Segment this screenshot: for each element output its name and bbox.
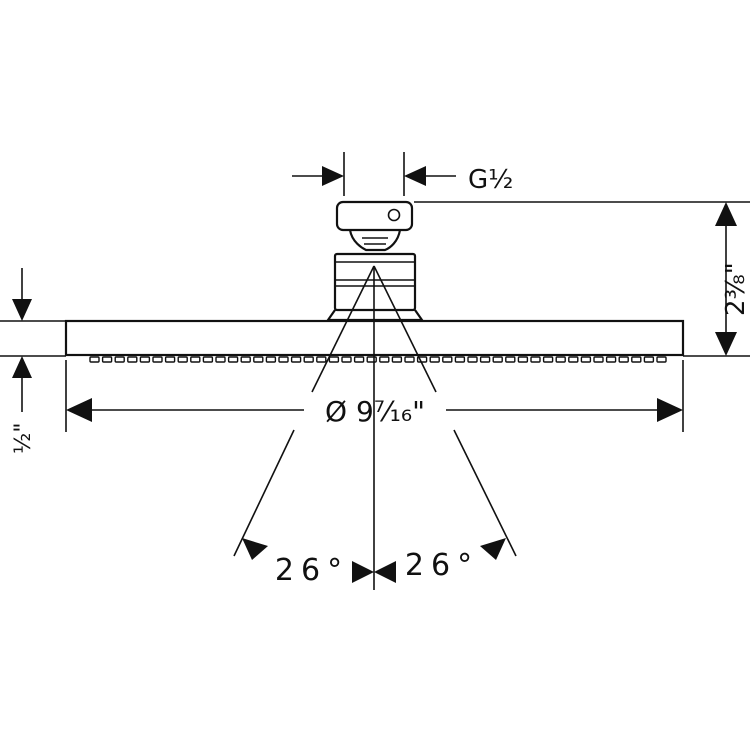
base-flange	[325, 309, 425, 322]
nozzle	[605, 356, 617, 363]
nozzle	[542, 356, 554, 363]
nozzle	[429, 356, 440, 363]
nozzle	[580, 356, 592, 363]
nozzle	[467, 356, 478, 363]
nozzle	[341, 356, 352, 363]
nozzle	[454, 356, 466, 363]
nozzle	[139, 356, 151, 363]
arrow-right-icon	[480, 538, 506, 560]
nozzle	[164, 356, 176, 363]
nozzle	[101, 356, 113, 363]
diameter-dimension: Ø 9⁷⁄₁₆"	[65, 360, 684, 432]
nozzle-row	[89, 356, 667, 363]
thickness-label: ½"	[11, 423, 36, 454]
nozzle	[618, 356, 629, 363]
nozzle	[656, 356, 667, 363]
arrow-right-icon	[657, 398, 683, 422]
nozzle	[530, 356, 541, 363]
spray-angle-lines: 26° 26°	[233, 265, 517, 590]
nozzle	[643, 356, 655, 363]
thickness-dimension: ½"	[0, 268, 66, 454]
arrow-up-icon	[715, 202, 737, 226]
nozzle	[190, 356, 201, 363]
nozzle	[404, 356, 415, 363]
nozzle	[215, 356, 226, 363]
arrow-left-icon	[404, 166, 426, 186]
nozzle	[316, 356, 327, 363]
nozzle	[240, 356, 251, 363]
nozzle	[505, 356, 516, 363]
nozzle	[152, 356, 163, 363]
nut-hole	[387, 208, 401, 222]
nozzle	[492, 356, 503, 363]
ball-joint	[348, 229, 402, 252]
arrow-left-icon	[242, 538, 268, 560]
nozzle	[89, 356, 100, 363]
nozzle	[328, 356, 340, 363]
thread-dimension: G½	[292, 152, 513, 196]
arrow-right-icon	[322, 166, 344, 186]
nozzle	[442, 356, 453, 363]
arrow-down-icon	[12, 299, 32, 321]
arrow-left-icon	[374, 561, 396, 583]
arrow-up-icon	[12, 356, 32, 378]
nozzle	[265, 356, 277, 363]
thread-label: G½	[468, 165, 513, 195]
nozzle	[479, 356, 491, 363]
nozzle	[253, 356, 264, 363]
nozzle	[177, 356, 188, 363]
nozzle	[278, 356, 289, 363]
nozzle	[227, 356, 239, 363]
nozzle	[631, 356, 642, 363]
nozzle	[517, 356, 529, 363]
arrow-down-icon	[715, 332, 737, 356]
arrow-right-icon	[352, 561, 374, 583]
angle-left-label: 26°	[275, 553, 349, 588]
nozzle	[391, 356, 403, 363]
nozzle	[379, 356, 390, 363]
connector-nut	[335, 200, 414, 232]
angle-right-label: 26°	[405, 548, 479, 583]
height-dimension: 2⅜"	[414, 201, 750, 357]
nozzle	[555, 356, 566, 363]
nozzle	[290, 356, 302, 363]
nozzle	[127, 356, 138, 363]
height-label: 2⅜"	[721, 262, 750, 316]
diameter-label: Ø 9⁷⁄₁₆"	[325, 395, 425, 428]
nozzle	[593, 356, 604, 363]
nozzle	[353, 356, 365, 363]
connector-collar	[333, 252, 417, 312]
nozzle	[366, 356, 377, 363]
arrow-left-icon	[66, 398, 92, 422]
nozzle	[114, 356, 125, 363]
nozzle	[568, 356, 579, 363]
nozzle	[303, 356, 314, 363]
nozzle	[202, 356, 214, 363]
